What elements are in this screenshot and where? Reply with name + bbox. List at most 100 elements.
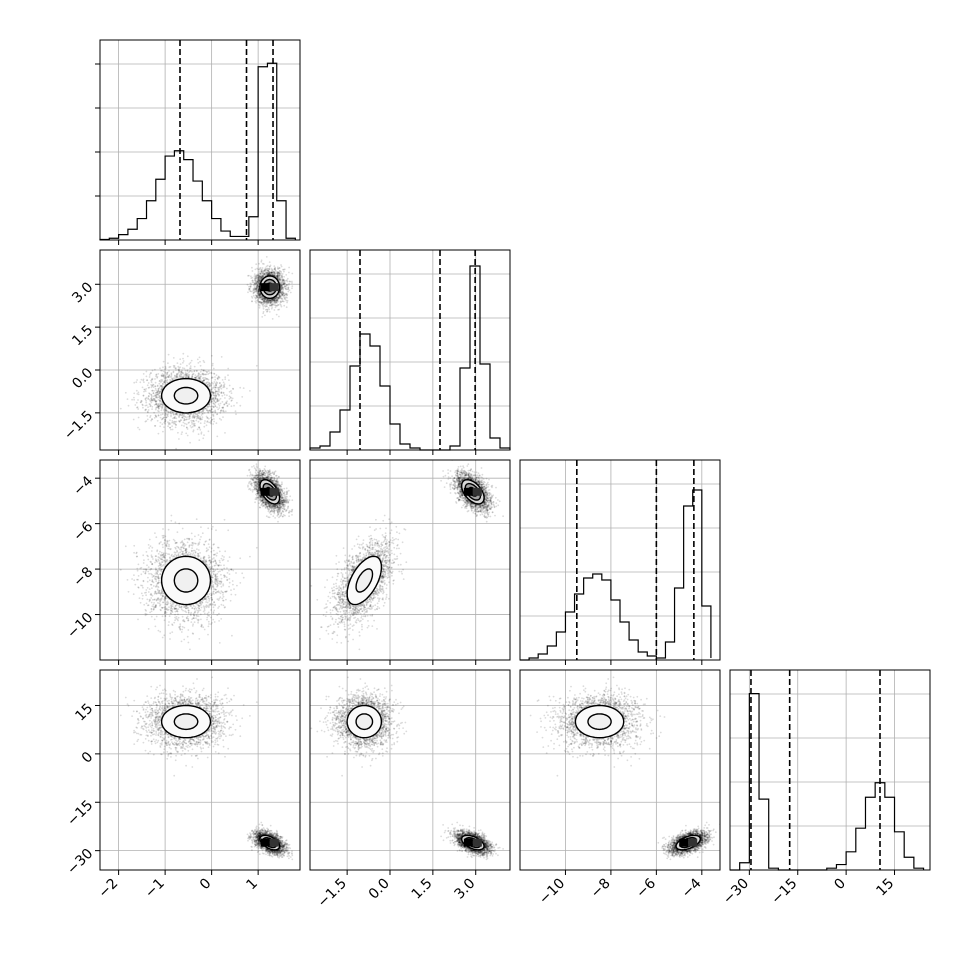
sample-point [157, 390, 159, 392]
sample-point [215, 422, 218, 425]
sample-point [134, 404, 137, 406]
sample-point [152, 395, 155, 398]
sample-point [169, 426, 172, 429]
sample-point [145, 396, 148, 399]
sample-point [212, 393, 215, 396]
sample-point [156, 419, 159, 422]
sample-point [216, 386, 219, 389]
sample-point [217, 400, 220, 402]
sample-point [220, 410, 222, 412]
sample-point [200, 432, 203, 435]
sample-point [210, 372, 213, 375]
sample-point [155, 407, 157, 409]
sample-point [281, 300, 284, 303]
sample-point [164, 368, 167, 371]
sample-point [178, 415, 180, 418]
sample-point [137, 416, 140, 419]
sample-point [171, 425, 174, 427]
sample-point [162, 381, 165, 383]
sample-point [137, 399, 139, 401]
sample-point [219, 385, 221, 388]
sample-point [156, 391, 159, 393]
sample-point [157, 405, 159, 407]
sample-point [139, 401, 142, 404]
sample-point [220, 410, 222, 412]
sample-point [169, 376, 172, 378]
sample-point [176, 376, 179, 378]
panel-frame [519, 459, 721, 661]
sample-point [148, 392, 151, 395]
sample-point [155, 403, 157, 405]
sample-point [155, 400, 158, 402]
sample-point [213, 395, 216, 397]
sample-point [220, 385, 222, 388]
sample-point [165, 410, 168, 412]
sample-point [164, 406, 167, 409]
sample-point [280, 264, 282, 266]
sample-point [148, 374, 151, 376]
sample-point [184, 374, 187, 376]
x-tick-label: 15 [873, 876, 897, 900]
sample-point [198, 376, 201, 379]
sample-point [147, 406, 149, 408]
sample-point [164, 381, 166, 384]
sample-point [214, 376, 216, 378]
sample-point [222, 409, 225, 412]
sample-point [220, 384, 223, 386]
sample-point [194, 412, 197, 415]
sample-point [184, 369, 187, 372]
sample-point [206, 421, 209, 423]
sample-point [258, 279, 261, 281]
sample-point [163, 374, 165, 377]
sample-point [159, 367, 161, 370]
sample-point [167, 375, 169, 378]
sample-point [204, 370, 207, 372]
sample-point [193, 422, 196, 425]
sample-point [225, 402, 227, 405]
sample-point [159, 399, 161, 402]
sample-point [164, 418, 167, 421]
sample-point [154, 399, 156, 402]
sample-point [178, 374, 181, 377]
sample-point [174, 417, 176, 419]
sample-point [223, 383, 226, 385]
sample-point [145, 370, 148, 373]
sample-point [216, 378, 219, 381]
sample-point [174, 413, 177, 416]
sample-point [230, 390, 232, 392]
sample-point [206, 417, 209, 419]
sample-point [174, 422, 177, 425]
sample-point [197, 373, 200, 375]
sample-point [119, 407, 122, 410]
sample-point [220, 387, 223, 390]
sample-point [196, 414, 198, 416]
sample-point [167, 421, 169, 424]
sample-point [160, 378, 163, 381]
sample-point [210, 420, 212, 423]
sample-point [203, 379, 205, 382]
sample-point [189, 441, 192, 444]
sample-point [150, 397, 152, 400]
sample-point [152, 398, 155, 400]
sample-point [172, 413, 175, 415]
sample-point [230, 400, 233, 402]
sample-point [218, 386, 220, 389]
sample-point [191, 423, 194, 425]
sample-point [147, 382, 150, 384]
sample-point [216, 399, 219, 402]
sample-point [212, 405, 215, 408]
sample-point [154, 414, 157, 417]
sample-point [192, 415, 195, 418]
sample-point [211, 391, 214, 394]
sample-point [191, 425, 194, 428]
sample-point [205, 382, 208, 384]
sample-point [151, 369, 154, 372]
sample-point [280, 287, 282, 290]
sample-point [160, 385, 163, 388]
sample-point [181, 367, 184, 369]
sample-point [270, 300, 273, 302]
sample-point [164, 413, 166, 416]
sample-point [185, 374, 187, 377]
sample-point [187, 376, 190, 378]
sample-point [278, 274, 281, 276]
